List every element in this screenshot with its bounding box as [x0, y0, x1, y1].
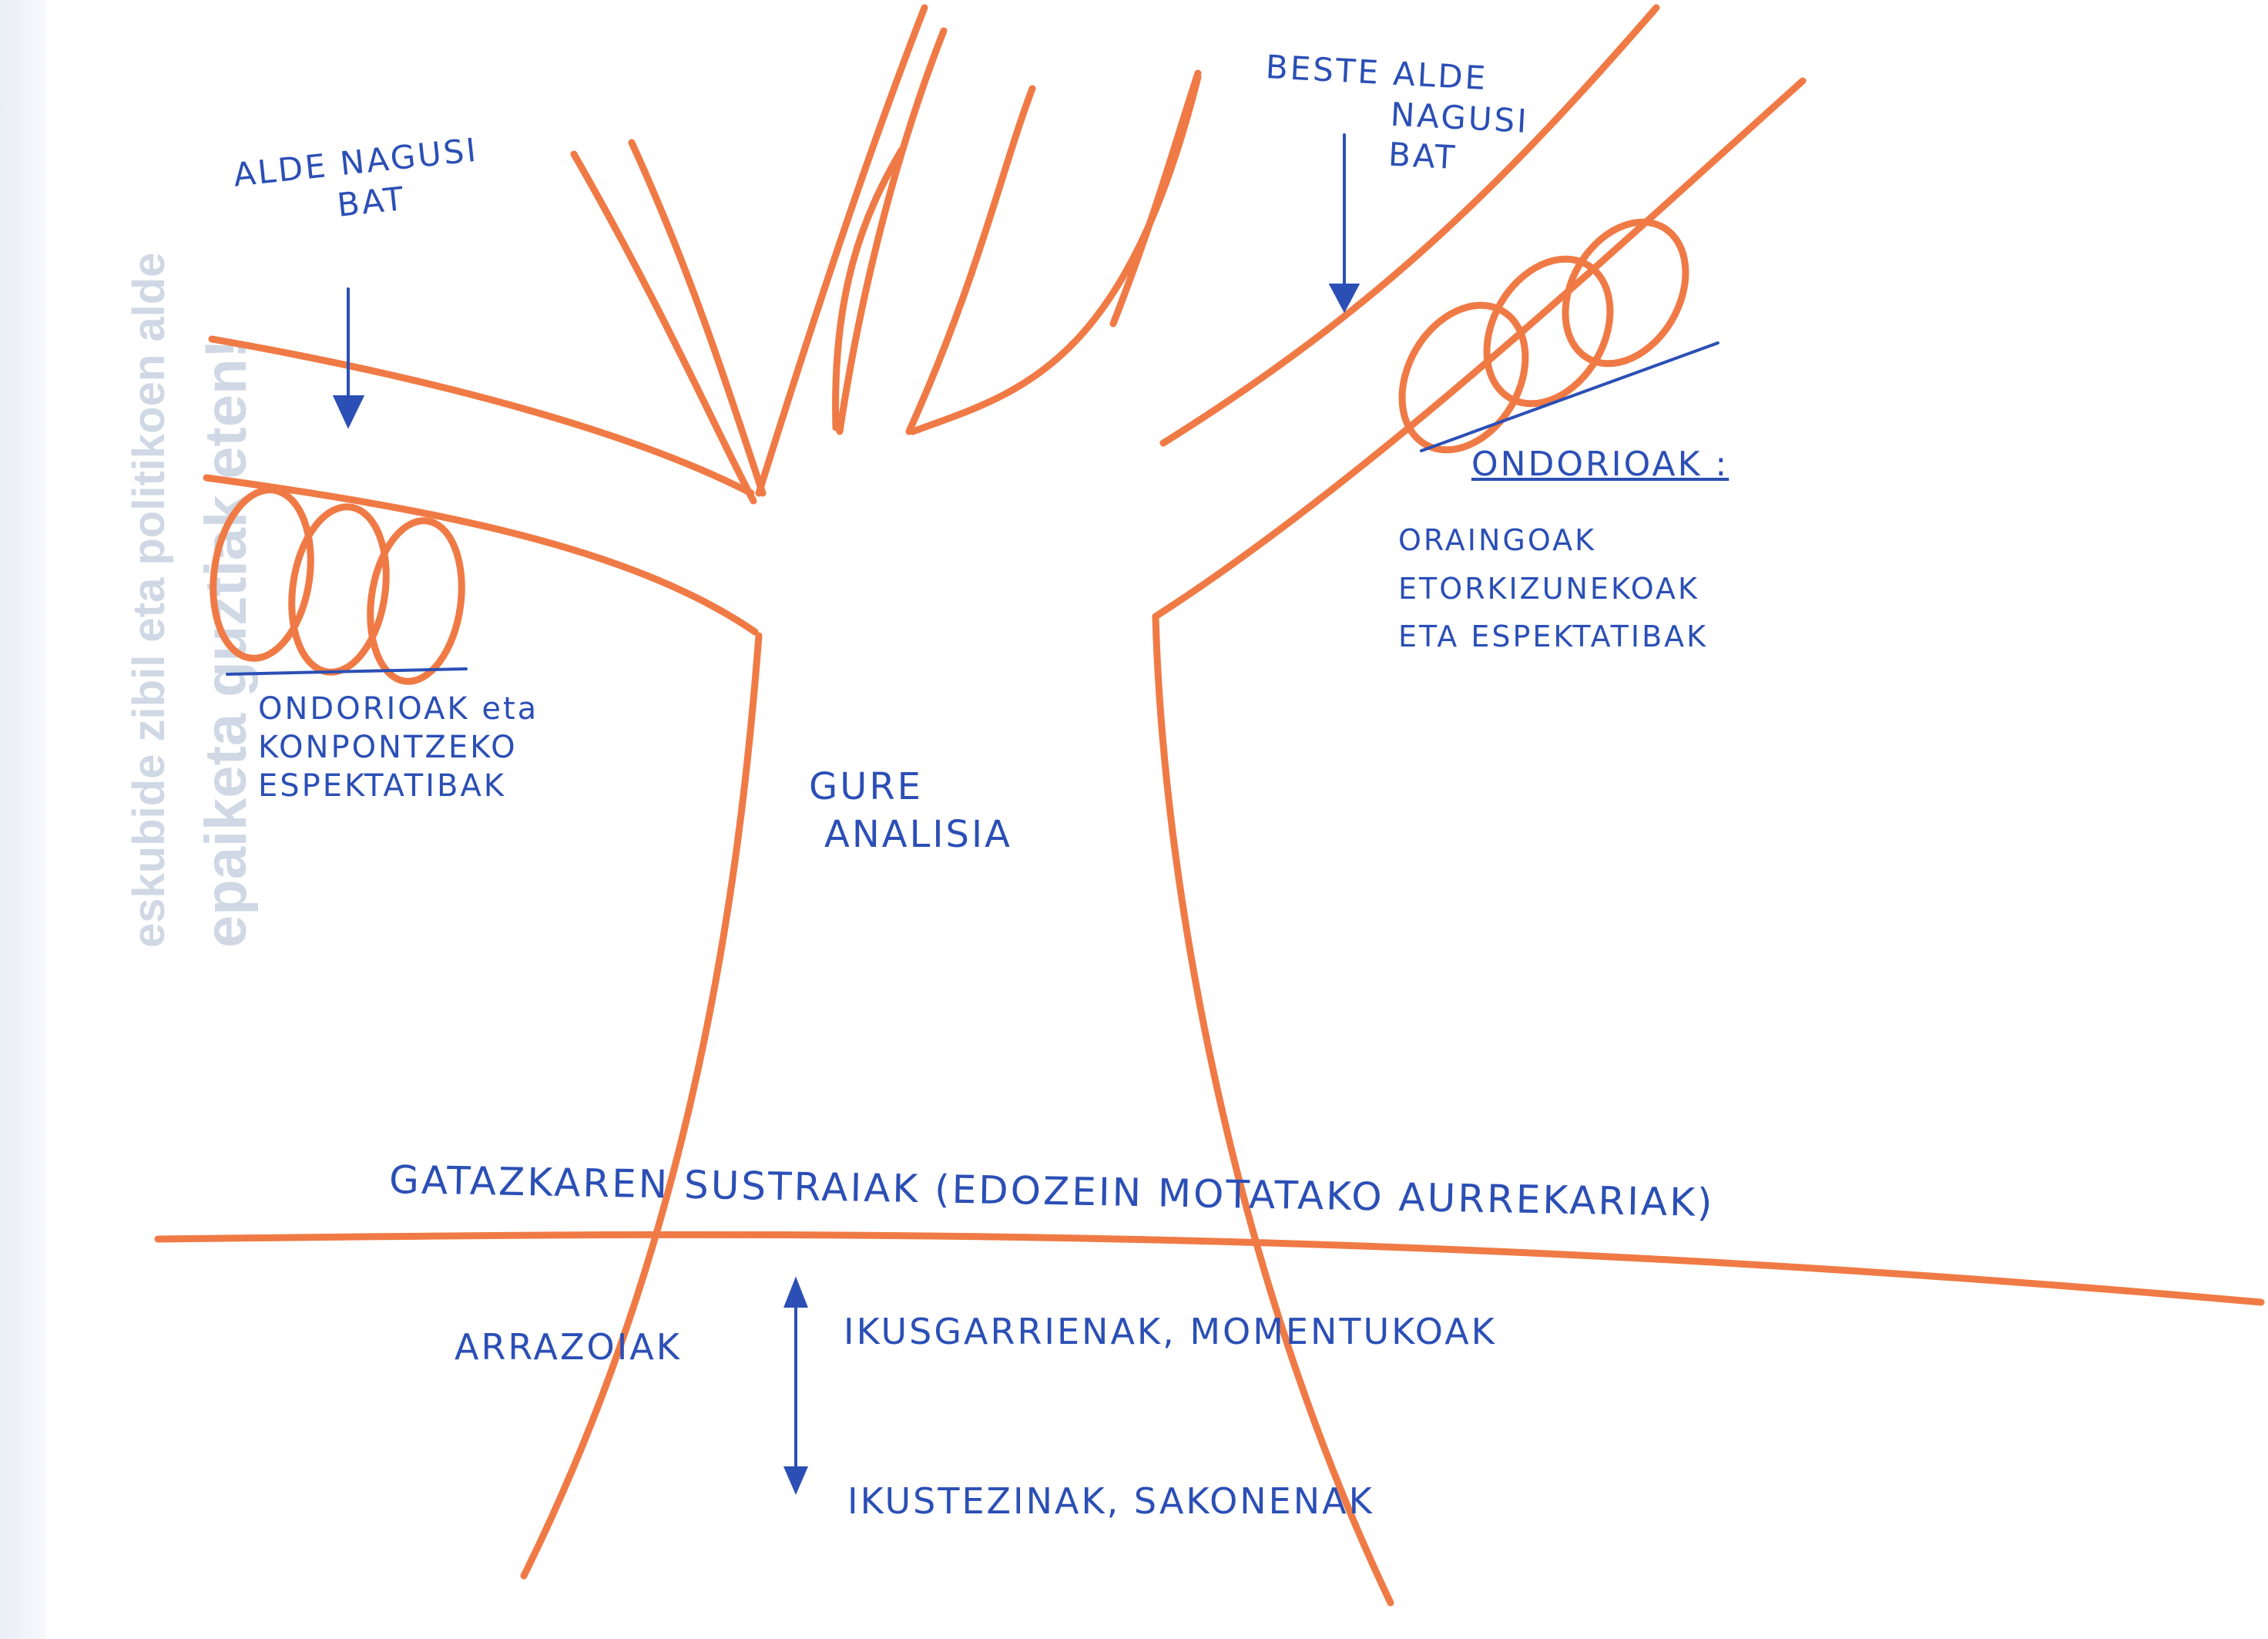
reasons-arrow-head-bottom	[783, 1466, 809, 1496]
reasons-arrow-head-top	[783, 1276, 808, 1308]
ground-line	[154, 1231, 2265, 1306]
twig-7	[1109, 69, 1202, 327]
left-consequences-line1: ONDORIOAK eta	[258, 691, 539, 727]
twig-3	[755, 4, 928, 497]
right-branch-label: BESTE ALDE NAGUSI BAT	[1260, 47, 1532, 182]
right-consequences-line3: ETA ESPEKTATIBAK	[1398, 620, 1709, 654]
right-fruit-3	[1562, 218, 1689, 368]
right-arrow-head	[1328, 284, 1360, 314]
left-arrow-head	[332, 395, 365, 429]
left-consequences-line3: ESPEKTATIBAK	[258, 768, 507, 804]
right-fruit-underline	[1420, 341, 1719, 452]
right-branch-label-line2: NAGUSI	[1389, 95, 1530, 140]
reasons-label: ARRAZOIAK	[455, 1326, 682, 1368]
left-branch-top	[208, 335, 755, 497]
invisible-reasons-label: IKUSTEZINAK, SAKONENAK	[847, 1480, 1374, 1522]
right-branch-label-line3: BAT	[1387, 135, 1458, 177]
left-consequences-line2: KONPONTZEKO	[258, 730, 518, 765]
left-consequences-note: ONDORIOAK eta KONPONTZEKO ESPEKTATIBAK	[258, 690, 538, 805]
left-fruit-underline	[226, 667, 468, 676]
twig-6	[905, 85, 1036, 435]
twig-1	[570, 150, 757, 505]
trunk-label-line2: ANALISIA	[824, 813, 1012, 857]
twig-5	[832, 146, 905, 432]
left-fruit-3	[367, 517, 465, 685]
twig-4	[836, 27, 948, 435]
trunk-right-edge	[1152, 613, 1394, 1607]
trunk-left-edge	[520, 632, 763, 1580]
left-fruit-1	[210, 486, 314, 662]
left-branch-bottom	[203, 474, 759, 636]
trunk-label-line1: GURE	[809, 765, 924, 808]
twig-2	[628, 139, 767, 497]
right-consequences-line1: ORAINGOAK	[1398, 523, 1597, 557]
right-fruit-2	[1483, 255, 1614, 408]
visible-reasons-label: IKUSGARRIENAK, MOMENTUKOAK	[844, 1311, 1497, 1352]
twig-8	[909, 73, 1202, 435]
right-consequences-title: ONDORIOAK :	[1471, 445, 1730, 484]
trunk-label: GURE ANALISIA	[809, 763, 1012, 859]
scanned-edge-strip	[0, 0, 46, 1639]
right-fruit-1	[1398, 301, 1529, 454]
right-branch-top	[1159, 4, 1660, 447]
right-consequences-line2: ETORKIZUNEKOAK	[1398, 571, 1699, 606]
right-consequences-note: ORAINGOAK ETORKIZUNEKOAK ETA ESPEKTATIBA…	[1398, 516, 1708, 661]
